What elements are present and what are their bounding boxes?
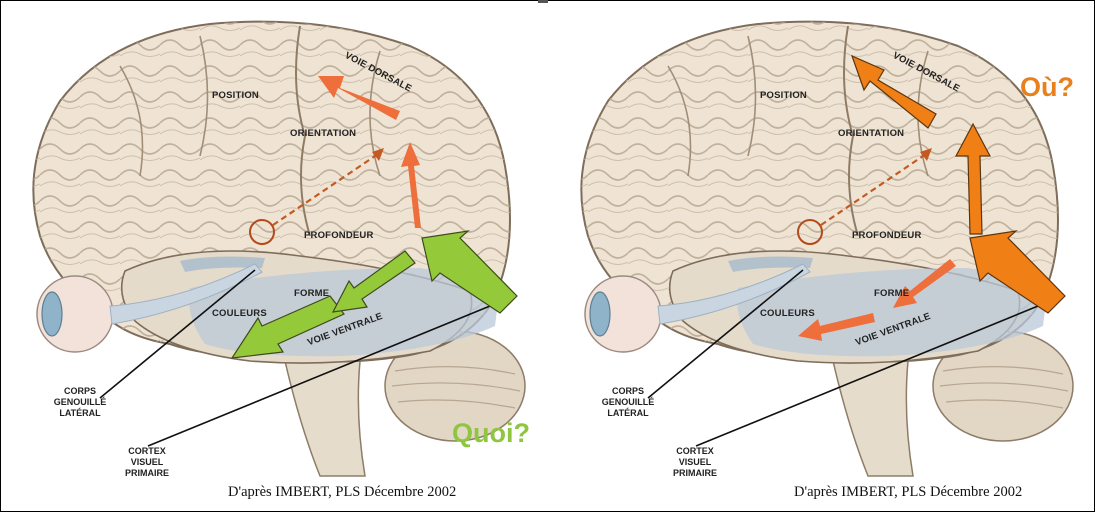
brainstem	[833, 361, 913, 476]
label-couleurs: COULEURS	[760, 308, 815, 319]
label-corps-genouille-lateral: CORPS GENOUILLÉ LATÉRAL	[40, 386, 120, 419]
corps-line-2: GENOUILLÉ	[588, 397, 668, 408]
left-brain-panel: POSITION VOIE DORSALE ORIENTATION PROFON…	[0, 6, 540, 506]
corps-line-3: LATÉRAL	[588, 408, 668, 419]
label-cortex-visuel-primaire: CORTEX VISUEL PRIMAIRE	[660, 446, 730, 479]
label-orientation: ORIENTATION	[290, 128, 356, 139]
cortex-line-3: PRIMAIRE	[112, 468, 182, 479]
label-forme: FORME	[874, 288, 909, 299]
cortex-line-2: VISUEL	[112, 457, 182, 468]
label-couleurs: COULEURS	[212, 308, 267, 319]
credit-text: D'après IMBERT, PLS Décembre 2002	[228, 484, 456, 501]
label-orientation: ORIENTATION	[838, 128, 904, 139]
label-profondeur: PROFONDEUR	[304, 230, 374, 241]
label-position: POSITION	[212, 90, 259, 101]
label-forme: FORME	[294, 288, 329, 299]
cortex-line-2: VISUEL	[660, 457, 730, 468]
cortex-line-1: CORTEX	[660, 446, 730, 457]
credit-text: D'après IMBERT, PLS Décembre 2002	[794, 484, 1022, 501]
corps-line-1: CORPS	[588, 386, 668, 397]
brainstem	[285, 361, 365, 476]
question-ou: Où?	[1020, 72, 1074, 103]
right-brain-illustration	[548, 6, 1088, 506]
corps-line-2: GENOUILLÉ	[40, 397, 120, 408]
panel-divider	[538, 0, 548, 3]
cortex-line-3: PRIMAIRE	[660, 468, 730, 479]
label-position: POSITION	[760, 90, 807, 101]
right-brain-panel: POSITION VOIE DORSALE ORIENTATION PROFON…	[548, 6, 1088, 506]
corps-line-1: CORPS	[40, 386, 120, 397]
corps-line-3: LATÉRAL	[40, 408, 120, 419]
cortex-line-1: CORTEX	[112, 446, 182, 457]
label-cortex-visuel-primaire: CORTEX VISUEL PRIMAIRE	[112, 446, 182, 479]
question-quoi: Quoi?	[452, 418, 530, 449]
label-profondeur: PROFONDEUR	[852, 230, 922, 241]
label-corps-genouille-lateral: CORPS GENOUILLÉ LATÉRAL	[588, 386, 668, 419]
